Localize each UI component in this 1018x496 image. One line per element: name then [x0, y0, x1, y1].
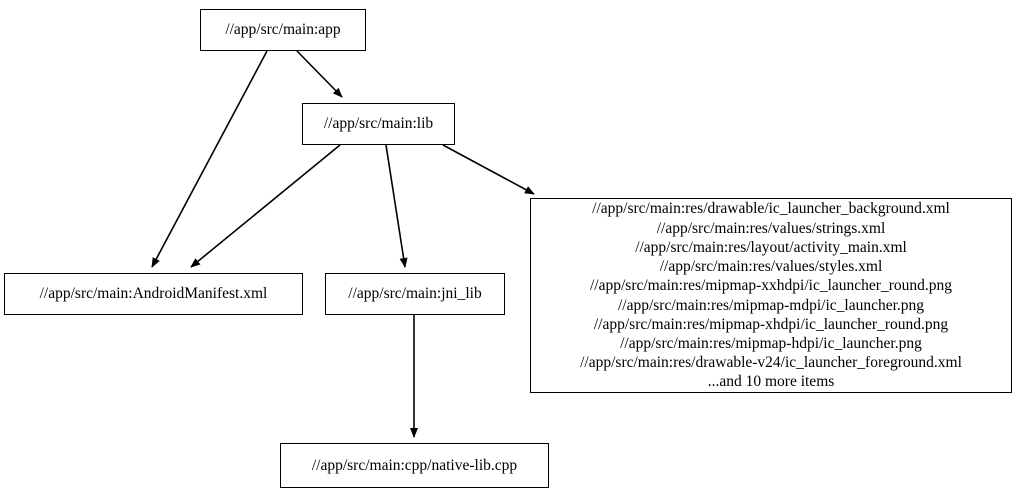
edge-lib-to-manifest	[190, 144, 341, 268]
res-line-item: //app/src/main:res/drawable-v24/ic_launc…	[580, 354, 962, 372]
edge-app-to-manifest	[151, 50, 268, 268]
node-native-lib-cpp-label: //app/src/main:cpp/native-lib.cpp	[311, 456, 518, 474]
node-jni-lib-label: //app/src/main:jni_lib	[348, 285, 482, 303]
res-line-item: //app/src/main:res/values/strings.xml	[656, 219, 886, 237]
node-res-group-label: //app/src/main:res/drawable/ic_launcher_…	[576, 199, 966, 391]
edge-lib-to-res	[442, 144, 535, 195]
res-line-item: //app/src/main:res/layout/activity_main.…	[635, 238, 907, 256]
edge-app-to-lib	[296, 50, 343, 98]
node-app[interactable]: //app/src/main:app	[200, 9, 366, 51]
res-line-item: //app/src/main:res/drawable/ic_launcher_…	[592, 200, 950, 218]
node-android-manifest[interactable]: //app/src/main:AndroidManifest.xml	[4, 273, 303, 315]
node-jni-lib[interactable]: //app/src/main:jni_lib	[325, 273, 505, 315]
node-native-lib-cpp[interactable]: //app/src/main:cpp/native-lib.cpp	[280, 443, 549, 488]
res-line-item: //app/src/main:res/values/styles.xml	[659, 258, 883, 276]
node-res-group[interactable]: //app/src/main:res/drawable/ic_launcher_…	[530, 198, 1012, 393]
node-lib[interactable]: //app/src/main:lib	[302, 103, 455, 145]
res-line-item: //app/src/main:res/mipmap-mdpi/ic_launch…	[617, 296, 925, 314]
node-lib-label: //app/src/main:lib	[323, 115, 434, 133]
res-line-item: //app/src/main:res/mipmap-hdpi/ic_launch…	[620, 334, 922, 352]
res-line-item: ...and 10 more items	[707, 373, 835, 391]
edge-lib-to-jni-lib	[385, 144, 408, 268]
res-line-item: //app/src/main:res/mipmap-xxhdpi/ic_laun…	[589, 277, 952, 295]
node-android-manifest-label: //app/src/main:AndroidManifest.xml	[39, 285, 268, 303]
node-app-label: //app/src/main:app	[225, 21, 341, 39]
res-line-item: //app/src/main:res/mipmap-xhdpi/ic_launc…	[593, 315, 949, 333]
